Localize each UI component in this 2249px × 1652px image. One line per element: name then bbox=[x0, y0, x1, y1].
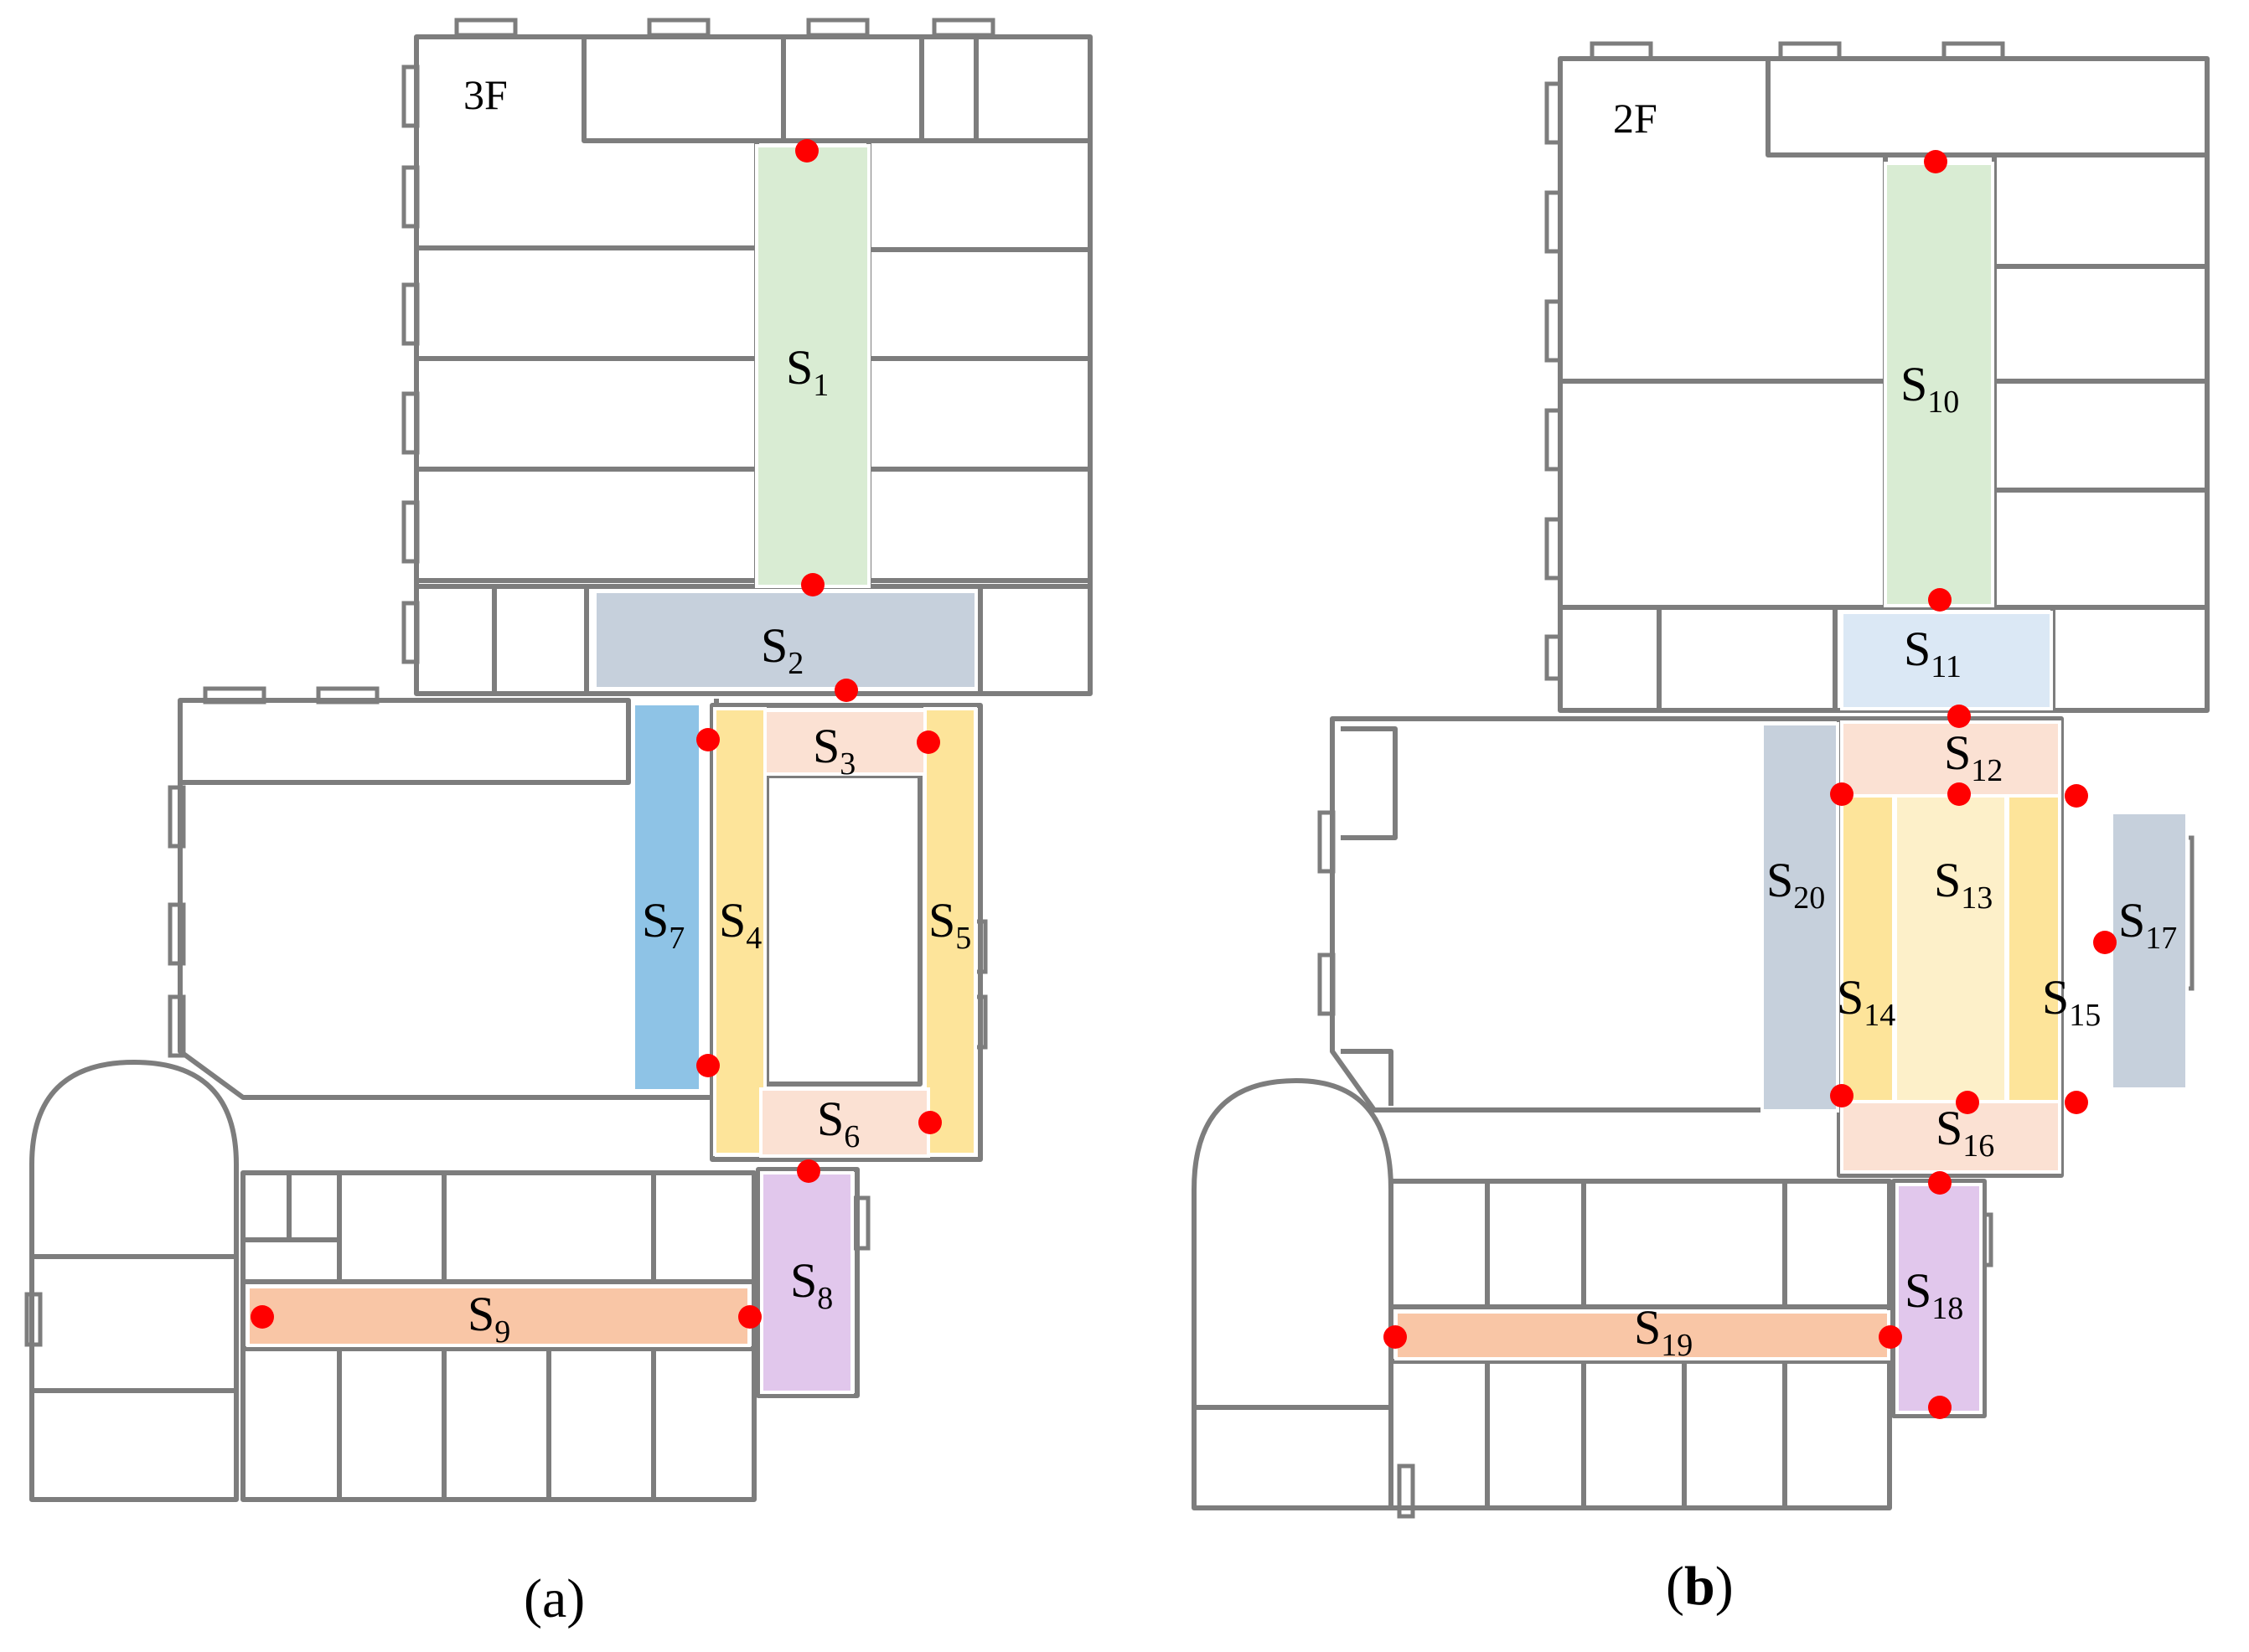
segment-label-s8: S8 bbox=[790, 1253, 833, 1316]
segment-label-s17: S17 bbox=[2118, 893, 2177, 956]
node bbox=[797, 1159, 820, 1183]
node bbox=[1947, 782, 1971, 806]
panel-b-windows bbox=[1317, 41, 2195, 1519]
node bbox=[918, 1111, 942, 1134]
segment-label-s2: S2 bbox=[761, 618, 804, 681]
segment-s9 bbox=[246, 1285, 751, 1347]
segment-s16 bbox=[1840, 1100, 2061, 1174]
segment-label-s18: S18 bbox=[1905, 1263, 1963, 1326]
node bbox=[2065, 1091, 2088, 1114]
node bbox=[801, 573, 825, 596]
node bbox=[1947, 705, 1971, 728]
node bbox=[1956, 1091, 1979, 1114]
panel-b-nodes bbox=[1383, 150, 2117, 1419]
node bbox=[1924, 150, 1947, 173]
panel-a-nodes bbox=[251, 139, 942, 1329]
segment-s2 bbox=[593, 590, 978, 690]
node bbox=[2093, 931, 2117, 954]
node bbox=[2065, 784, 2088, 808]
segment-label-s6: S6 bbox=[817, 1092, 860, 1154]
segment-s17 bbox=[2110, 811, 2189, 1091]
node bbox=[1928, 588, 1952, 612]
segment-label-s13: S13 bbox=[1934, 853, 1993, 916]
segment-label-s19: S19 bbox=[1634, 1300, 1693, 1363]
segment-s7 bbox=[632, 702, 702, 1092]
segment-label-s10: S10 bbox=[1900, 357, 1959, 420]
node bbox=[1879, 1325, 1902, 1349]
segment-s13 bbox=[1894, 794, 2008, 1103]
caption-a: (a) bbox=[524, 1568, 585, 1629]
segment-label-s14: S14 bbox=[1837, 970, 1895, 1033]
segment-label-s7: S7 bbox=[642, 893, 685, 956]
segment-s20 bbox=[1760, 722, 1839, 1113]
panel-a-3f: 3F S1 S2 S3 S4 S5 S6 S7 S8 S9 (a) bbox=[24, 18, 1093, 1629]
segment-s11 bbox=[1840, 611, 2053, 710]
node bbox=[1928, 1171, 1952, 1195]
segment-s14 bbox=[1840, 794, 1895, 1103]
node bbox=[1830, 782, 1853, 806]
node bbox=[1830, 1084, 1853, 1107]
node bbox=[835, 679, 858, 702]
segment-s15 bbox=[2006, 794, 2061, 1103]
node bbox=[696, 1054, 720, 1077]
node bbox=[917, 730, 940, 754]
panel-b-segment-labels: S10 S11 S12 S13 S14 S15 S16 S17 S18 S19 … bbox=[1634, 357, 2177, 1363]
segment-label-s3: S3 bbox=[813, 719, 856, 782]
node bbox=[251, 1305, 274, 1329]
panel-b-segments bbox=[1394, 162, 2189, 1414]
segment-label-s5: S5 bbox=[928, 893, 971, 956]
segment-label-s16: S16 bbox=[1936, 1101, 1994, 1164]
segment-s4 bbox=[713, 707, 767, 1156]
segment-label-s9: S9 bbox=[468, 1287, 510, 1350]
segment-label-s1: S1 bbox=[786, 340, 829, 403]
panel-a-segment-labels: S1 S2 S3 S4 S5 S6 S7 S8 S9 bbox=[468, 340, 971, 1350]
node bbox=[1383, 1325, 1407, 1349]
segment-s5 bbox=[923, 707, 977, 1156]
floor-label-3f: 3F bbox=[463, 71, 508, 118]
floor-label-2f: 2F bbox=[1613, 95, 1657, 142]
segment-label-s20: S20 bbox=[1766, 853, 1825, 916]
segment-s3 bbox=[759, 709, 930, 776]
caption-b: (b) bbox=[1666, 1556, 1734, 1617]
segment-s8 bbox=[760, 1171, 854, 1394]
node bbox=[1928, 1396, 1952, 1419]
node bbox=[795, 139, 819, 163]
segment-label-s12: S12 bbox=[1944, 725, 2003, 788]
segment-label-s4: S4 bbox=[719, 893, 762, 956]
segment-label-s11: S11 bbox=[1904, 622, 1962, 684]
segment-label-s15: S15 bbox=[2042, 970, 2101, 1033]
panel-b-2f: 2F S10 S11 S12 S13 S14 S15 S16 S17 S18 S… bbox=[1192, 41, 2210, 1617]
node bbox=[738, 1305, 762, 1329]
node bbox=[696, 728, 720, 751]
